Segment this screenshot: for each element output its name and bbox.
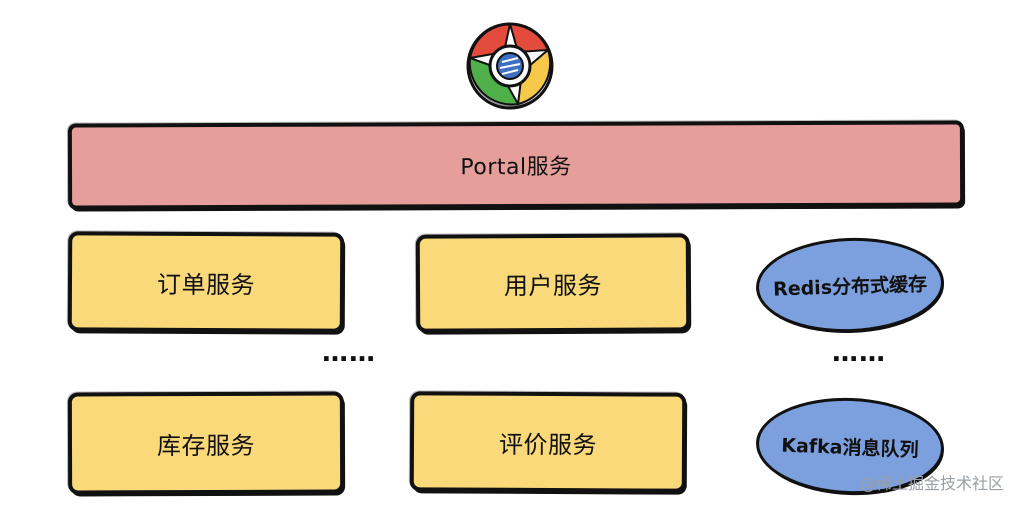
review-service-box: 评价服务 xyxy=(409,391,687,493)
review-service-label: 评价服务 xyxy=(498,430,598,459)
user-service-box: 用户服务 xyxy=(415,233,691,333)
services-ellipsis: …… xyxy=(322,338,376,368)
kafka-queue-label: Kafka消息队列 xyxy=(780,434,919,461)
redis-cache-label: Redis分布式缓存 xyxy=(772,272,928,301)
chrome-browser-icon xyxy=(466,22,554,110)
user-service-label: 用户服务 xyxy=(503,271,603,300)
portal-service-box: Portal服务 xyxy=(67,120,965,210)
watermark: @稀土掘金技术社区 xyxy=(859,474,1004,493)
portal-service-label: Portal服务 xyxy=(460,154,572,181)
redis-cache-node: Redis分布式缓存 xyxy=(754,234,946,336)
stock-service-box: 库存服务 xyxy=(67,391,345,495)
middleware-ellipsis: …… xyxy=(832,338,886,368)
order-service-label: 订单服务 xyxy=(156,270,256,299)
stock-service-label: 库存服务 xyxy=(156,431,256,460)
order-service-box: 订单服务 xyxy=(67,231,345,333)
